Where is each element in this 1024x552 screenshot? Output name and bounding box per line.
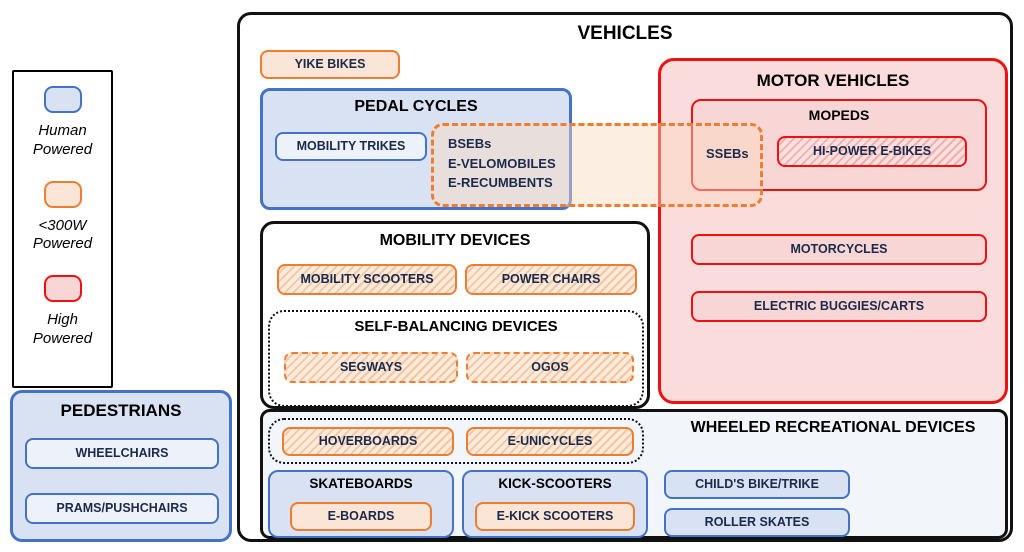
wheeled-recreational-devices-title: WHEELED RECREATIONAL DEVICES [690, 419, 976, 436]
legend: Human Powered <300W Powered High Powered [12, 70, 113, 388]
wheelchairs-pill: WHEELCHAIRS [25, 438, 219, 469]
mobility-trikes-pill: MOBILITY TRIKES [275, 132, 427, 161]
kick-scooters-label: KICK-SCOOTERS [498, 476, 612, 491]
bsebs-label: BSEBs [448, 136, 492, 151]
self-balancing-devices-title: SELF-BALANCING DEVICES [354, 318, 558, 335]
self-balancing-devices-box: SELF-BALANCING DEVICES SEGWAYS OGOS [268, 310, 644, 407]
hoverboards-pill: HOVERBOARDS [282, 427, 454, 456]
motorcycles-pill: MOTORCYCLES [691, 234, 987, 265]
kick-scooters-group: KICK-SCOOTERS E-KICK SCOOTERS [462, 470, 648, 538]
segways-pill: SEGWAYS [284, 352, 458, 383]
vehicles-title: VEHICLES [577, 23, 673, 44]
vehicles-box: VEHICLES YIKE BIKES PEDAL CYCLES MOBILIT… [237, 12, 1013, 542]
low-power-overlap-box: BSEBs E-VELOMOBILES E-RECUMBENTS SSEBs [431, 123, 763, 207]
high-powered-swatch-icon [43, 275, 82, 302]
roller-skates-pill: ROLLER SKATES [664, 508, 850, 537]
power-chairs-pill: POWER CHAIRS [465, 264, 637, 295]
skateboards-group: SKATEBOARDS E-BOARDS [268, 470, 454, 538]
ogos-pill: OGOS [466, 352, 634, 383]
mobility-devices-title: MOBILITY DEVICES [379, 232, 531, 249]
prams-pushchairs-pill: PRAMS/PUSHCHAIRS [25, 493, 219, 524]
e-velomobiles-label: E-VELOMOBILES [448, 155, 556, 171]
legend-label-low-powered: <300W Powered [32, 216, 93, 253]
skateboards-label: SKATEBOARDS [309, 476, 413, 491]
ssebs-label: SSEBs [706, 146, 749, 161]
self-balancing-extension-box: HOVERBOARDS E-UNICYCLES [268, 418, 644, 464]
electric-buggies-carts-pill: ELECTRIC BUGGIES/CARTS [691, 291, 987, 322]
legend-label-high-powered: High Powered [32, 311, 93, 347]
e-unicycles-pill: E-UNICYCLES [466, 427, 634, 456]
pedestrians-title: PEDESTRIANS [60, 401, 182, 420]
mobility-scooters-pill: MOBILITY SCOOTERS [277, 264, 457, 295]
motor-vehicles-box: MOTOR VEHICLES MOPEDS HI-POWER E-BIKES M… [658, 58, 1008, 404]
yike-bikes-pill: YIKE BIKES [260, 50, 400, 79]
mopeds-title: MOPEDS [808, 107, 870, 123]
legend-label-human-powered: Human Powered [32, 122, 93, 158]
pedal-cycles-title: PEDAL CYCLES [354, 98, 478, 115]
motor-vehicles-title: MOTOR VEHICLES [756, 71, 910, 90]
pedestrians-box: PEDESTRIANS WHEELCHAIRS PRAMS/PUSHCHAIRS [10, 390, 232, 542]
e-recumbents-label: E-RECUMBENTS [448, 175, 553, 190]
mopeds-box: MOPEDS HI-POWER E-BIKES [691, 99, 987, 191]
mobility-devices-box: MOBILITY DEVICES MOBILITY SCOOTERS POWER… [260, 221, 650, 409]
low-powered-swatch-icon [43, 180, 82, 208]
childs-bike-trike-pill: CHILD'S BIKE/TRIKE [664, 470, 850, 499]
e-kick-scooters-pill: E-KICK SCOOTERS [475, 502, 635, 531]
pedal-cycles-box: PEDAL CYCLES MOBILITY TRIKES [260, 88, 572, 210]
hi-power-e-bikes-pill: HI-POWER E-BIKES [777, 136, 967, 167]
human-powered-swatch-icon [43, 86, 82, 113]
bseb-group-lines: BSEBs E-VELOMOBILES E-RECUMBENTS [448, 134, 556, 193]
wheeled-recreational-devices-box: WHEELED RECREATIONAL DEVICES HOVERBOARDS… [260, 409, 1008, 539]
e-boards-pill: E-BOARDS [290, 502, 432, 531]
